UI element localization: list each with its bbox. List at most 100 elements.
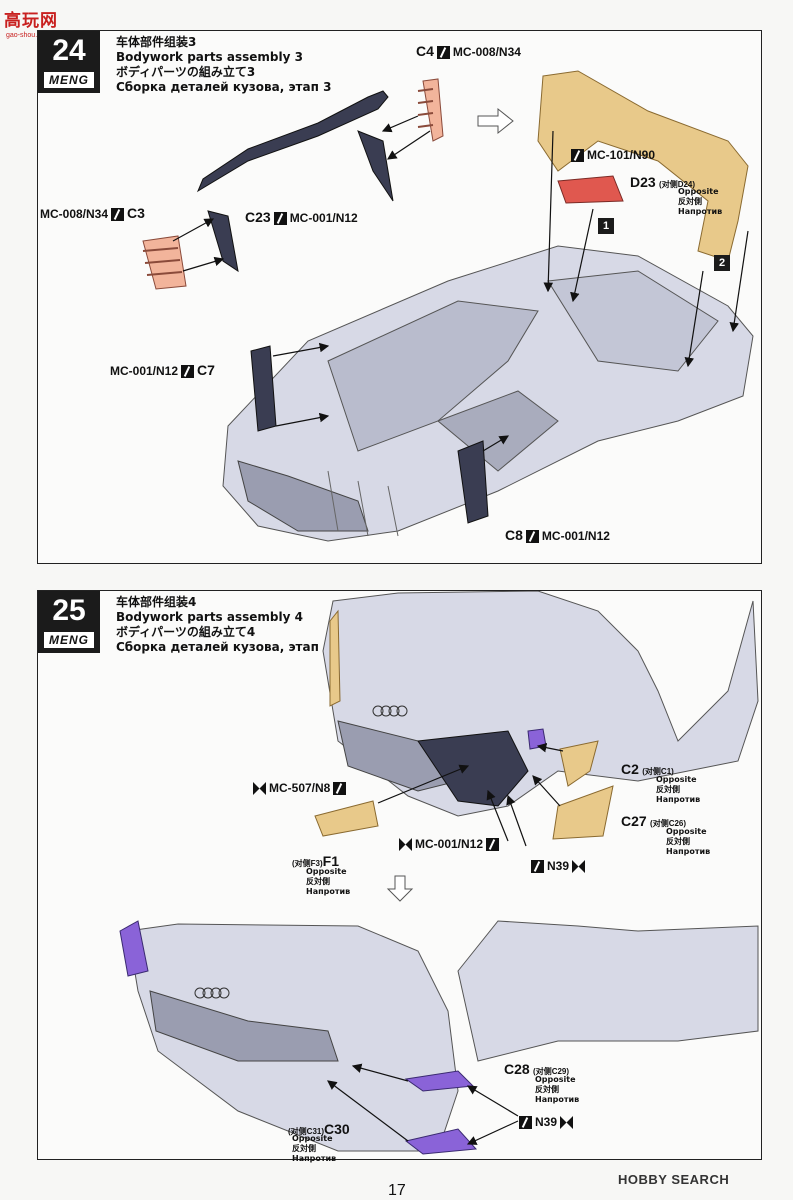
site-logo: 高玩网 gao-shou.com [4, 6, 74, 39]
label-mc507: MC-507/N8 [250, 781, 349, 796]
title-ru: Сборка деталей кузова, этап 4 [116, 640, 332, 654]
bowtie-icon [253, 782, 266, 796]
part-number: C23 [245, 209, 271, 225]
opposite-part: (对侧D24) [659, 180, 696, 189]
title-zh: 车体部件组装3 [116, 35, 197, 49]
bowtie-icon [572, 860, 586, 874]
label-n39-lower: N39 [516, 1115, 576, 1130]
paint-code: MC-001/N12 [415, 837, 484, 851]
direction-arrow [386, 875, 414, 902]
label-d23: D23 (对侧D24) [630, 174, 695, 190]
opposite-part: (对侧C1) [642, 767, 674, 776]
glue-icon [531, 860, 544, 874]
step-number: 25 [52, 594, 86, 627]
part-c2 [559, 740, 599, 787]
sequence-1: 1 [598, 218, 614, 234]
part-f1 [314, 800, 379, 837]
site-logo-text: 高玩网 [4, 11, 58, 31]
part-number: D23 [630, 174, 656, 190]
label-c30: (对侧C31)C30 [288, 1121, 350, 1137]
label-d23-paint: MC-101/N90 [568, 148, 656, 163]
brand-logo: MENG [44, 632, 94, 648]
part-number: C30 [324, 1121, 350, 1137]
bowtie-icon [399, 838, 412, 852]
part-number: C28 [504, 1061, 530, 1077]
title-ja: ボディパーツの組み立て3 [116, 65, 256, 79]
step-24-titles: 车体部件组装3 Bodywork parts assembly 3 ボディパーツ… [116, 35, 331, 95]
paint-code: MC-101/N90 [587, 148, 656, 162]
assembly-lines [327, 742, 564, 1145]
label-c28: C28 (对侧C29) [504, 1061, 569, 1077]
part-number: C2 [621, 761, 639, 777]
opposite-ja: 反対側 [678, 197, 702, 206]
step-25-panel: 25 MENG 车体部件组装4 Bodywork parts assembly … [37, 590, 762, 1163]
sequence-2: 2 [714, 255, 730, 271]
glue-icon [181, 365, 195, 379]
glue-icon [111, 208, 125, 222]
paint-code: MC-001/N12 [110, 364, 179, 378]
glue-icon [486, 838, 500, 852]
step-24-illustration [142, 70, 754, 542]
label-c4: C4 MC-008/N34 [416, 43, 521, 60]
label-c27: C27 (对侧C26) [621, 813, 686, 829]
label-f1: (对侧F3)F1 [292, 853, 339, 869]
part-c4 [417, 78, 444, 142]
part-rear-frame [537, 70, 749, 262]
paint-code: MC-008/N34 [452, 45, 521, 59]
paint-code: MC-001/N12 [541, 529, 610, 543]
part-number: F1 [322, 853, 340, 869]
glue-icon [333, 782, 347, 796]
site-logo-url: gao-shou.com [6, 32, 51, 39]
paint-code: MC-008/N34 [40, 207, 109, 221]
label-c2: C2 (对侧C1) [621, 761, 674, 777]
label-n39-upper: N39 [528, 859, 588, 874]
opposite-part: (对侧C29) [533, 1067, 570, 1076]
label-c8: C8 MC-001/N12 [505, 527, 610, 544]
step-25-badge: 25 MENG [38, 591, 100, 653]
title-ru: Сборка деталей кузова, этап 3 [116, 80, 332, 94]
opposite-part: (对侧F3) [292, 859, 323, 868]
part-number: C4 [416, 43, 434, 59]
part-number: C8 [505, 527, 523, 543]
glue-icon [273, 212, 287, 226]
paint-code: N39 [535, 1115, 558, 1129]
assembly-lines [172, 115, 749, 452]
part-d23 [557, 175, 624, 204]
step-24-badge: 24 MENG [38, 31, 100, 93]
part-c27 [552, 785, 614, 840]
title-en: Bodywork parts assembly 4 [116, 610, 303, 624]
opposite-ru: Напротив [678, 207, 723, 216]
page-number: 17 [388, 1182, 406, 1199]
title-en: Bodywork parts assembly 3 [116, 50, 303, 64]
glue-icon [436, 46, 450, 60]
opposite-part: (对侧C31) [288, 1127, 325, 1136]
direction-arrow [477, 107, 514, 135]
part-c3 [142, 235, 187, 290]
car-front-lower [119, 920, 759, 1152]
paint-code: MC-507/N8 [269, 781, 331, 795]
label-mc001: MC-001/N12 [396, 837, 502, 852]
bowtie-icon [560, 1116, 574, 1130]
paint-code: N39 [547, 859, 570, 873]
hobby-search-watermark: HOBBY SEARCH [618, 1172, 730, 1187]
step-number: 24 [52, 34, 86, 67]
part-number: C27 [621, 813, 647, 829]
title-ja: ボディパーツの組み立て4 [116, 625, 256, 639]
glue-icon [519, 1116, 532, 1130]
part-c30 [404, 1128, 478, 1155]
step-25-titles: 车体部件组装4 Bodywork parts assembly 4 ボディパーツ… [116, 595, 331, 655]
step-25-illustration [119, 591, 759, 1155]
part-c23 [196, 90, 394, 273]
glue-icon [571, 149, 584, 163]
chassis-body [222, 245, 754, 542]
brand-logo: MENG [44, 72, 94, 88]
